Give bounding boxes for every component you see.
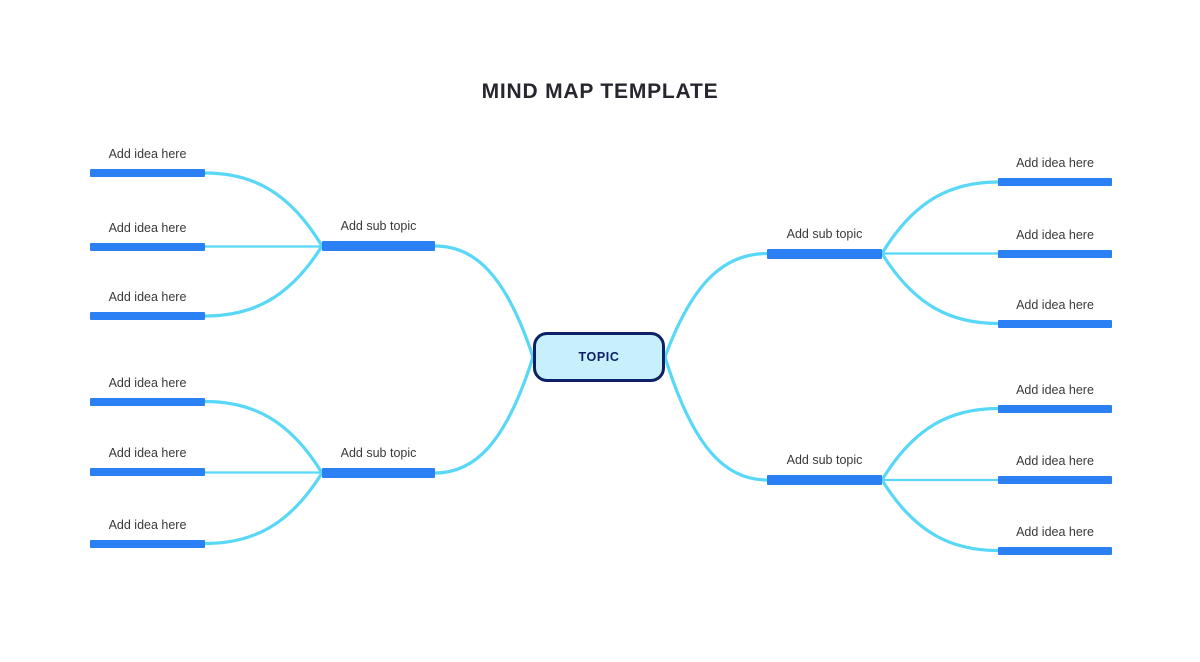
subtopic-bar[interactable] <box>322 468 435 478</box>
connector-curve <box>203 244 324 318</box>
subtopic-bar[interactable] <box>322 241 435 251</box>
connector-curve <box>880 251 1000 326</box>
idea-bar[interactable] <box>90 312 205 320</box>
connector-curve <box>203 399 324 475</box>
idea-label[interactable]: Add idea here <box>1016 382 1094 397</box>
idea-bar[interactable] <box>90 169 205 177</box>
idea-label[interactable]: Add idea here <box>108 375 187 390</box>
idea-bar[interactable] <box>998 178 1112 186</box>
connector-curve <box>433 355 535 475</box>
idea-label[interactable]: Add idea here <box>108 147 187 161</box>
idea-label[interactable]: Add idea here <box>1016 454 1094 468</box>
idea-label[interactable]: Add idea here <box>1016 524 1094 539</box>
subtopic-label[interactable]: Add sub topic <box>786 453 863 467</box>
connector-curve <box>880 180 1000 256</box>
connector-curve <box>880 406 1000 482</box>
idea-bar[interactable] <box>90 539 205 548</box>
idea-bar[interactable] <box>998 476 1112 484</box>
idea-label[interactable]: Add idea here <box>1016 297 1094 312</box>
idea-label[interactable]: Add idea here <box>108 290 187 304</box>
idea-bar[interactable] <box>998 249 1112 258</box>
idea-label[interactable]: Add idea here <box>108 221 187 235</box>
idea-bar[interactable] <box>998 404 1112 413</box>
subtopic-label[interactable]: Add sub topic <box>340 446 417 460</box>
connector-curve <box>663 251 769 359</box>
idea-bar[interactable] <box>998 546 1112 555</box>
idea-bar[interactable] <box>90 397 205 406</box>
connector-curve <box>663 355 769 482</box>
idea-label[interactable]: Add idea here <box>108 517 187 532</box>
idea-bar[interactable] <box>998 319 1112 328</box>
connector-curve <box>880 478 1000 553</box>
diagram-title: MIND MAP TEMPLATE <box>481 80 719 103</box>
subtopic-label[interactable]: Add sub topic <box>340 219 417 233</box>
subtopic-label[interactable]: Add sub topic <box>786 226 863 241</box>
topic-node[interactable]: TOPIC <box>533 332 665 382</box>
subtopic-bar[interactable] <box>767 475 882 485</box>
connector-curve <box>433 244 535 359</box>
connector-curve <box>203 471 324 546</box>
topic-label: TOPIC <box>578 350 620 364</box>
idea-bar[interactable] <box>90 468 205 476</box>
subtopic-bar[interactable] <box>767 248 882 259</box>
idea-label[interactable]: Add idea here <box>108 446 187 460</box>
idea-bar[interactable] <box>90 243 205 251</box>
idea-label[interactable]: Add idea here <box>1016 156 1094 170</box>
connector-curve <box>203 171 324 248</box>
idea-label[interactable]: Add idea here <box>1016 227 1094 242</box>
